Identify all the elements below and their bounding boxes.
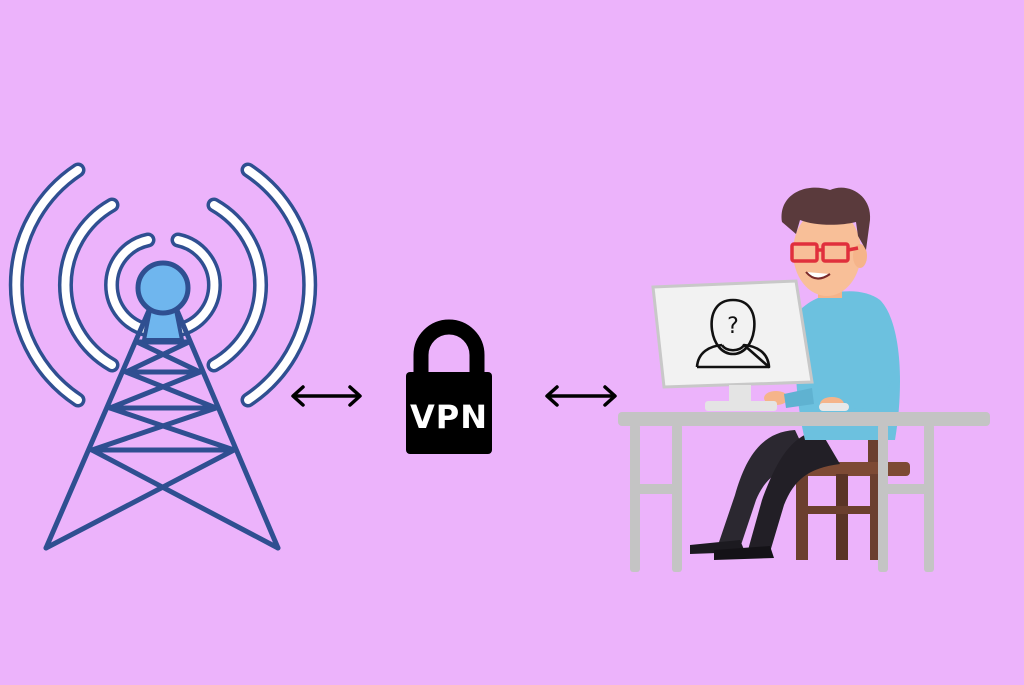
double-arrow-icon [291, 385, 362, 407]
question-mark: ? [727, 314, 739, 339]
padlock-icon: VPN [406, 319, 492, 454]
computer-monitor: ? [651, 279, 849, 411]
cell-tower-icon [8, 162, 318, 551]
beacon-light [135, 260, 191, 316]
glasses-icon [790, 242, 859, 263]
tower-structure [43, 305, 281, 551]
desk [618, 412, 990, 572]
anonymous-user-icon: ? [695, 298, 771, 369]
double-arrow-icon [545, 385, 617, 407]
lock-label: VPN [410, 398, 488, 436]
radio-waves-icon [8, 162, 318, 408]
person-at-computer-icon [690, 187, 900, 560]
